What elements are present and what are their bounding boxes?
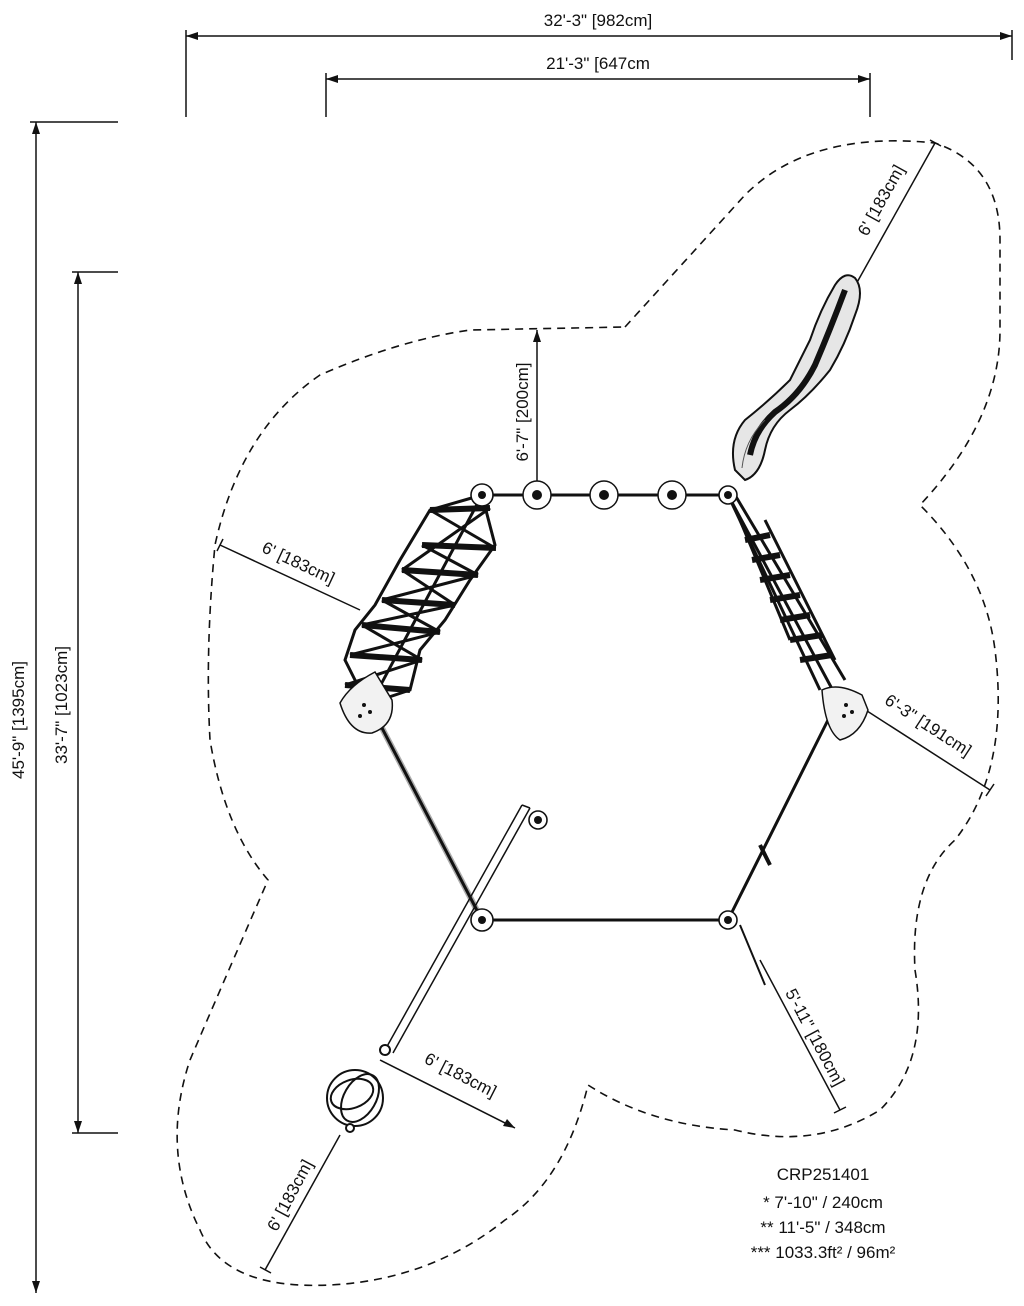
info-line-1: * 7'-10" / 240cm xyxy=(763,1193,883,1212)
spinner xyxy=(326,1044,391,1133)
right-deck xyxy=(821,686,869,741)
overall-width-dimension: 32'-3" [982cm] xyxy=(185,11,1013,117)
info-line-3: *** 1033.3ft² / 96m² xyxy=(751,1243,896,1262)
safety-zone-boundary xyxy=(176,140,1001,1287)
curvy-slide xyxy=(732,274,861,482)
slide-clearance-label: 6' [183cm] xyxy=(854,162,908,239)
top-clearance-dimension: 6'-7" [200cm] xyxy=(513,330,541,495)
spinner-side-clearance-dimension: 6' [183cm] xyxy=(379,1049,516,1129)
left-climbing-net xyxy=(343,493,497,702)
inner-depth-label: 33'-7" [1023cm] xyxy=(52,646,71,764)
info-block: CRP251401 * 7'-10" / 240cm ** 11'-5" / 3… xyxy=(751,1165,896,1262)
inner-depth-dimension: 33'-7" [1023cm] xyxy=(52,271,118,1134)
model-number: CRP251401 xyxy=(777,1165,870,1184)
overall-depth-dimension: 45'-9" [1395cm] xyxy=(9,121,118,1293)
right-ladder xyxy=(726,494,847,691)
slide-clearance-dimension: 6' [183cm] xyxy=(854,139,942,287)
inner-width-label: 21'-3" [647cm xyxy=(546,54,650,73)
info-line-2: ** 11'-5" / 348cm xyxy=(760,1218,885,1237)
corner-posts xyxy=(470,483,738,932)
overall-depth-label: 45'-9" [1395cm] xyxy=(9,661,28,779)
left-net-clearance-dimension: 6' [183cm] xyxy=(216,538,361,611)
spinner-side-clearance-label: 6' [183cm] xyxy=(421,1049,499,1101)
top-clearance-label: 6'-7" [200cm] xyxy=(513,362,532,461)
spinner-bottom-clearance-dimension: 6' [183cm] xyxy=(259,1134,341,1274)
spinner-beam xyxy=(384,804,772,1054)
spinner-bottom-clearance-label: 6' [183cm] xyxy=(263,1157,316,1235)
right-bottom-clearance-dimension: 5'-11" [180cm] xyxy=(759,959,848,1114)
stepping-pods xyxy=(522,480,687,510)
right-deck-clearance-dimension: 6'-3" [191cm] xyxy=(849,690,995,797)
left-deck xyxy=(339,671,394,734)
right-bottom-clearance-label: 5'-11" [180cm] xyxy=(781,986,848,1090)
inner-width-dimension: 21'-3" [647cm xyxy=(325,54,871,117)
overall-width-label: 32'-3" [982cm] xyxy=(544,11,653,30)
